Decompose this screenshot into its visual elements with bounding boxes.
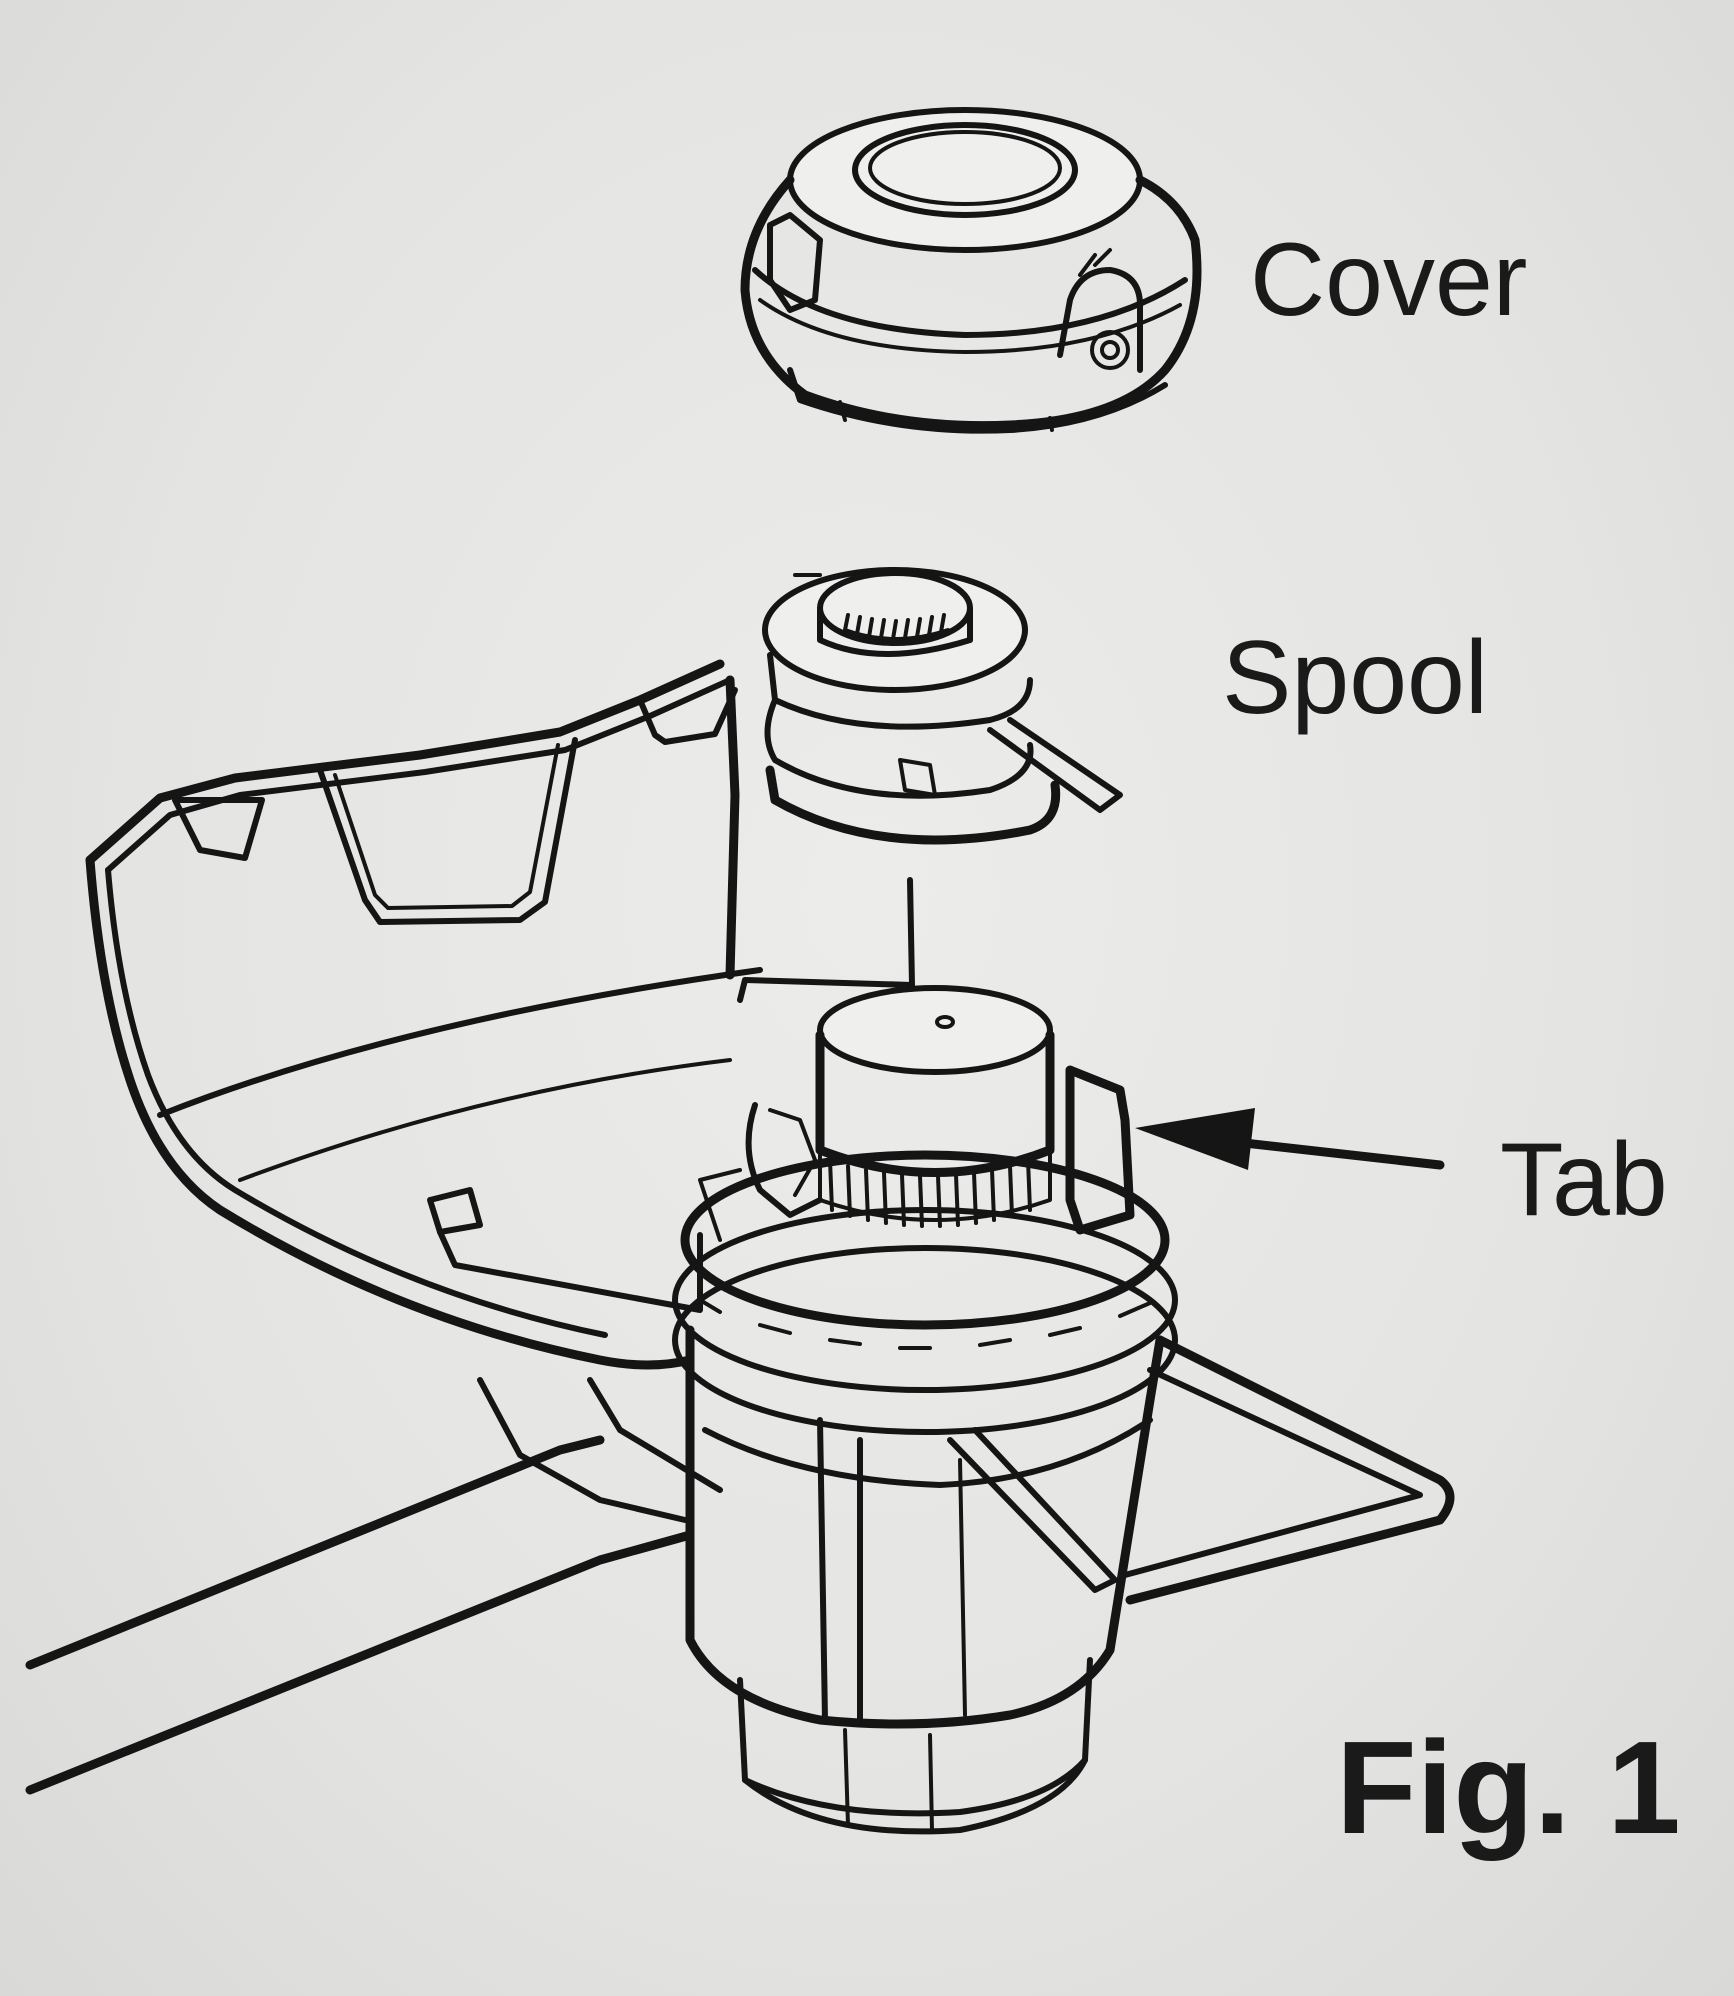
cover-part [740, 107, 1202, 434]
tab-arrow [1135, 1108, 1445, 1170]
spool-part [762, 567, 1123, 845]
hub-part [672, 985, 1455, 1835]
spool-label: Spool [1222, 620, 1488, 736]
figure-caption: Fig. 1 [1336, 1714, 1681, 1861]
shaft [25, 1435, 695, 1795]
tab-label: Tab [1500, 1122, 1668, 1238]
cover-label: Cover [1250, 222, 1528, 338]
guard-shroud [85, 659, 915, 1523]
